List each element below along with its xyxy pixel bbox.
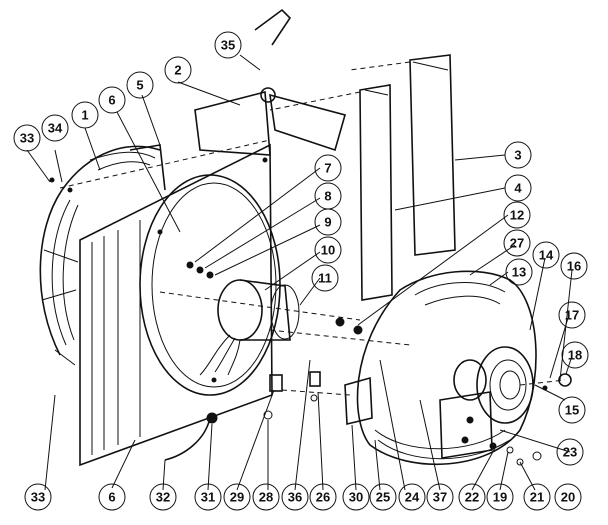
- callout-36: 36: [288, 490, 302, 505]
- callout-7: 7: [324, 161, 331, 176]
- callout-3: 3: [514, 148, 521, 163]
- callout-labels: 1 2 3 4 5 6 6 7 8 9 10 11 12 13 14 15 16: [13, 31, 589, 511]
- callout-9: 9: [324, 215, 331, 230]
- fan-motor: [199, 279, 300, 376]
- callout-24: 24: [405, 490, 420, 505]
- fan-blade: [194, 8, 346, 156]
- callout-10: 10: [321, 243, 335, 258]
- hardware: [49, 177, 572, 466]
- callout-29: 29: [230, 490, 244, 505]
- callout-28: 28: [259, 490, 273, 505]
- callout-16: 16: [567, 259, 581, 274]
- callout-34: 34: [48, 121, 63, 136]
- control-box: [344, 376, 493, 459]
- callout-17: 17: [565, 308, 579, 323]
- callout-15: 15: [565, 403, 579, 418]
- callout-13: 13: [512, 265, 526, 280]
- front-panel: [79, 143, 281, 467]
- callout-23: 23: [563, 445, 577, 460]
- callout-33-top: 33: [20, 131, 34, 146]
- callout-1: 1: [81, 108, 88, 123]
- callout-26: 26: [316, 490, 330, 505]
- callout-30: 30: [349, 490, 363, 505]
- condenser-coil: [39, 144, 166, 366]
- callout-22: 22: [465, 490, 479, 505]
- callout-12: 12: [510, 208, 524, 223]
- callout-33-bottom: 33: [31, 490, 45, 505]
- callout-11: 11: [318, 271, 332, 286]
- callout-5: 5: [136, 78, 143, 93]
- callout-19: 19: [493, 490, 507, 505]
- callout-8: 8: [324, 189, 331, 204]
- callout-25: 25: [376, 490, 390, 505]
- callout-2: 2: [174, 63, 181, 78]
- compressor-shell: [356, 270, 537, 466]
- callout-6-top: 6: [108, 93, 115, 108]
- callout-35: 35: [221, 38, 235, 53]
- support-rails: [359, 54, 456, 301]
- assembly-lines: [59, 61, 566, 396]
- callout-14: 14: [539, 248, 554, 263]
- callout-6-bottom: 6: [108, 490, 115, 505]
- callout-37: 37: [433, 490, 447, 505]
- callout-4: 4: [514, 181, 522, 196]
- callout-31: 31: [201, 490, 215, 505]
- callout-18: 18: [568, 348, 582, 363]
- leader-lines: [26, 54, 573, 491]
- callout-20: 20: [561, 490, 575, 505]
- callout-32: 32: [156, 490, 170, 505]
- callout-27: 27: [510, 236, 524, 251]
- callout-21: 21: [530, 490, 544, 505]
